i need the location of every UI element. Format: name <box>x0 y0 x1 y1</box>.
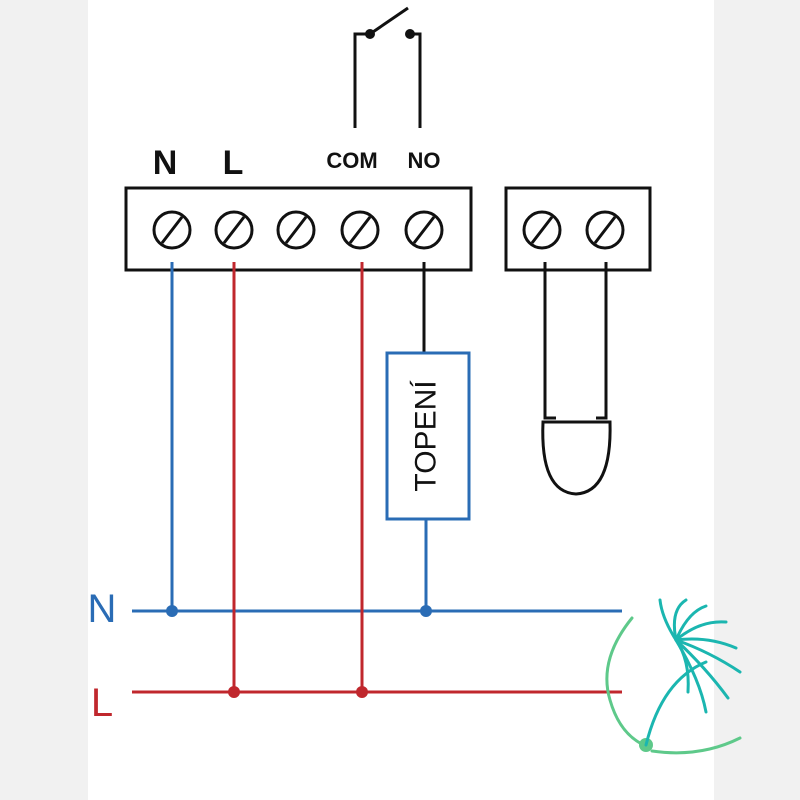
rail-label-l: L <box>91 681 113 725</box>
screw-terminal-com-icon <box>340 210 380 250</box>
neutral-junction-2 <box>420 605 432 617</box>
terminal-label-l: L <box>223 144 244 182</box>
screw-terminal-l-icon <box>214 210 254 250</box>
terminal-label-no: NO <box>408 148 441 173</box>
screw-terminal-n-icon <box>152 210 192 250</box>
neutral-wiring <box>132 262 622 613</box>
dandelion-logo-icon <box>605 598 742 755</box>
sensor-terminal-block <box>504 186 652 272</box>
terminal-label-n: N <box>153 144 178 182</box>
neutral-junction-1 <box>166 605 178 617</box>
main-terminal-screws <box>152 210 444 250</box>
load-label: TOPENÍ <box>410 380 443 492</box>
load-box <box>385 351 471 521</box>
switch-icon <box>353 6 422 128</box>
rail-label-n: N <box>88 587 117 631</box>
screw-terminal-no-icon <box>404 210 444 250</box>
terminal-label-com: COM <box>326 148 377 173</box>
screw-sensor-1-icon <box>522 210 562 250</box>
line-junction-1 <box>228 686 240 698</box>
sensor-terminal-screws <box>522 210 625 250</box>
screw-terminal-3-icon <box>276 210 316 250</box>
line-junction-2 <box>356 686 368 698</box>
line-wiring <box>132 262 622 694</box>
screw-sensor-2-icon <box>585 210 625 250</box>
temperature-sensor-icon <box>541 262 612 496</box>
